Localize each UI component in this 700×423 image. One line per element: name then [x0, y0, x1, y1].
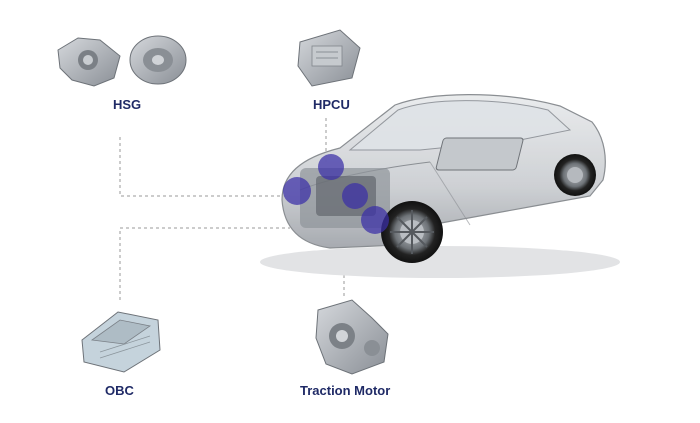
power-control-unit-icon — [297, 29, 361, 87]
label-hpcu: HPCU — [313, 97, 350, 112]
component-highlights — [283, 154, 389, 234]
label-obc: OBC — [105, 383, 134, 398]
connector-hsg — [119, 137, 290, 197]
motor-housing-icon — [315, 299, 389, 375]
highlight-hpcu — [318, 154, 344, 180]
hsg-housing-icon — [57, 35, 187, 87]
highlight-center — [342, 183, 368, 209]
highlight-hsg — [283, 177, 311, 205]
onboard-charger-icon — [81, 311, 161, 373]
label-hsg: HSG — [113, 97, 142, 112]
label-traction-motor: Traction Motor — [300, 383, 391, 398]
car-battery-pack — [435, 137, 524, 171]
car-illustration — [260, 94, 620, 278]
highlight-motor — [361, 206, 389, 234]
connector-obc — [119, 227, 290, 300]
